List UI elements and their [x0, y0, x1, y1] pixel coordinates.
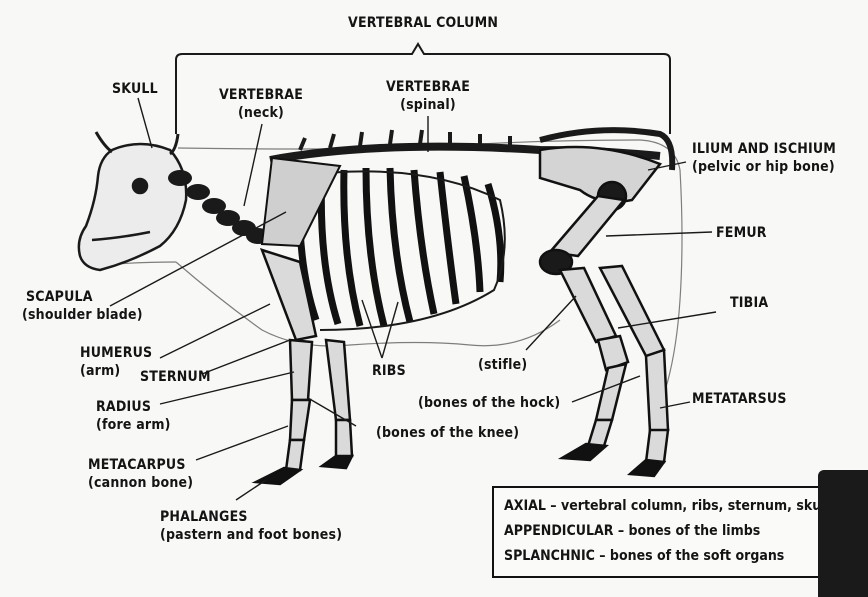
vertebral-column-title: VERTEBRAL COLUMN: [348, 14, 498, 32]
scapula-subtitle: (shoulder blade): [22, 306, 143, 324]
ilium-ischium-title: ILIUM AND ISCHIUM: [692, 140, 836, 158]
humerus-title: HUMERUS: [80, 344, 152, 362]
skull-shape: [79, 132, 186, 270]
stifle-label: (stifle): [478, 356, 527, 374]
legend-appendicular: APPENDICULAR – bones of the limbs: [504, 519, 828, 544]
phalanges-title: PHALANGES: [160, 508, 342, 526]
front-leg: [256, 250, 352, 484]
scapula-label: SCAPULA (shoulder blade): [22, 288, 143, 324]
radius-label: RADIUS (fore arm): [96, 398, 171, 434]
phalanges-subtitle: (pastern and foot bones): [160, 526, 342, 544]
ilium-ischium-label: ILIUM AND ISCHIUM (pelvic or hip bone): [692, 140, 836, 176]
scapula-title: SCAPULA: [22, 288, 143, 306]
hind-leg: [540, 196, 668, 476]
legend-box: AXIAL – vertebral column, ribs, sternum,…: [492, 486, 840, 578]
scan-edge-shadow: [818, 470, 868, 597]
vertebrae-neck-label: VERTEBRAE (neck): [218, 86, 304, 122]
legend-axial: AXIAL – vertebral column, ribs, sternum,…: [504, 494, 828, 519]
knee-label: (bones of the knee): [376, 424, 519, 442]
scapula-shape: [262, 158, 340, 246]
hock-label: (bones of the hock): [418, 394, 560, 412]
legend-splanchnic: SPLANCHNIC – bones of the soft organs: [504, 544, 828, 569]
ribs-label: RIBS: [372, 362, 406, 380]
metatarsus-label: METATARSUS: [692, 390, 787, 408]
vertebrae-neck-subtitle: (neck): [218, 104, 304, 122]
vertebrae-neck-title: VERTEBRAE: [218, 86, 304, 104]
metacarpus-title: METACARPUS: [88, 456, 193, 474]
vertebrae-spinal-subtitle: (spinal): [382, 96, 474, 114]
metacarpus-subtitle: (cannon bone): [88, 474, 193, 492]
radius-title: RADIUS: [96, 398, 171, 416]
radius-subtitle: (fore arm): [96, 416, 171, 434]
sternum-label: STERNUM: [140, 368, 211, 386]
vertebrae-spinal-label: VERTEBRAE (spinal): [382, 78, 474, 114]
metacarpus-label: METACARPUS (cannon bone): [88, 456, 193, 492]
tibia-label: TIBIA: [730, 294, 768, 312]
phalanges-label: PHALANGES (pastern and foot bones): [160, 508, 342, 544]
vertebrae-spinal-title: VERTEBRAE: [382, 78, 474, 96]
ilium-ischium-subtitle: (pelvic or hip bone): [692, 158, 836, 176]
skull-label: SKULL: [112, 80, 158, 98]
femur-label: FEMUR: [716, 224, 767, 242]
